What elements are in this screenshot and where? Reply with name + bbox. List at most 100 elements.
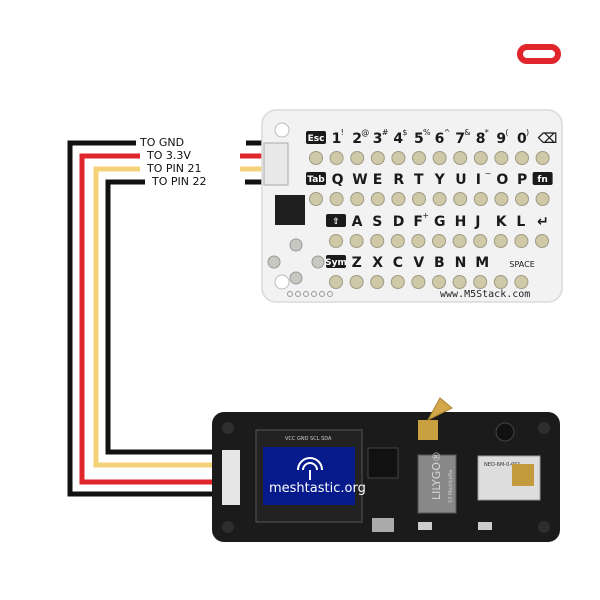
key-alt-0-5: %	[423, 128, 431, 137]
key-label-0-9: 9	[496, 131, 506, 147]
key-label-2-1: A	[352, 214, 363, 230]
key-alt-1-8: ~	[485, 169, 492, 178]
key-label-0-10: 0	[517, 131, 527, 147]
key-alt-0-10: )	[526, 128, 529, 137]
gps-antenna	[512, 464, 534, 486]
key-button-1-6	[432, 192, 447, 206]
key-label-3-2: X	[372, 255, 383, 271]
key-button-2-5	[432, 234, 446, 248]
key-button-2-0	[329, 234, 343, 248]
key-alt-0-4: $	[402, 128, 407, 137]
key-label-2-4: F	[413, 214, 423, 230]
key-label-0-5: 5	[414, 131, 424, 147]
key-button-0-3	[370, 151, 385, 165]
key-button-3-5	[432, 275, 446, 289]
key-button-1-1	[329, 192, 344, 206]
key-button-2-4	[411, 234, 426, 248]
key-button-0-1	[329, 151, 344, 165]
button-boot	[478, 522, 492, 530]
key-alt-0-6: ^	[444, 128, 451, 137]
key-button-0-11	[535, 151, 550, 165]
usb-port	[372, 518, 394, 532]
key-button-2-3	[390, 234, 405, 248]
key-label-3-9: SPACE	[509, 260, 534, 269]
nav-buttons	[267, 238, 325, 285]
key-label-2-10: ↵	[537, 214, 549, 230]
key-label-0-8: 8	[476, 131, 486, 147]
key-label-2-2: S	[372, 214, 382, 230]
key-label-1-6: Y	[434, 172, 446, 188]
key-label-0-6: 6	[435, 131, 445, 147]
wire-label-pin21: TO PIN 21	[146, 162, 201, 175]
key-label-3-5: B	[434, 255, 445, 271]
key-button-0-7	[453, 151, 468, 165]
key-button-1-7	[453, 192, 468, 206]
key-label-3-7: M	[475, 255, 489, 271]
key-button-0-2	[350, 151, 365, 165]
wire-pin22	[105, 179, 268, 455]
key-button-1-9	[494, 192, 509, 206]
key-label-0-11: ⌫	[538, 131, 558, 147]
key-button-1-11	[535, 192, 550, 206]
key-button-2-8	[493, 234, 508, 248]
key-button-3-2	[370, 275, 385, 289]
key-label-1-0: Tab	[307, 175, 325, 185]
key-button-1-3	[370, 192, 385, 206]
keyboard-url: www.M5Stack.com	[440, 289, 530, 300]
lora-module	[417, 454, 457, 514]
key-alt-0-2: @	[361, 128, 369, 137]
key-button-1-4	[391, 192, 406, 206]
key-tag-bg-1-0	[306, 172, 326, 185]
key-button-1-5	[412, 192, 426, 206]
key-label-1-11: fn	[537, 175, 547, 185]
key-button-0-6	[432, 151, 447, 165]
key-alt-2-4: +	[422, 211, 429, 220]
key-button-0-4	[391, 151, 406, 165]
key-label-3-3: C	[393, 255, 403, 271]
header-pads	[287, 291, 333, 297]
key-label-0-7: 7	[455, 131, 465, 147]
key-button-3-7	[473, 275, 488, 289]
key-button-2-6	[452, 234, 467, 248]
key-label-1-9: O	[496, 172, 508, 188]
key-button-3-1	[349, 275, 364, 289]
key-alt-0-3: #	[382, 128, 389, 137]
key-label-2-9: L	[516, 214, 525, 230]
grove-connector	[263, 142, 289, 186]
key-label-0-0: Esc	[308, 134, 325, 144]
key-label-2-6: H	[455, 214, 467, 230]
key-label-3-6: N	[455, 255, 467, 271]
key-label-0-1: 1	[332, 131, 342, 147]
oled-header: VCC GND SCL SDA	[285, 436, 332, 442]
key-label-1-4: R	[393, 172, 404, 188]
gps-text: NEO-6M-0-001	[484, 462, 521, 468]
key-label-1-5: T	[414, 172, 424, 188]
key-tag-bg-2-0	[326, 214, 346, 227]
key-label-1-10: P	[517, 172, 527, 188]
key-label-2-8: K	[496, 214, 508, 230]
jst-connector	[222, 450, 240, 505]
wire-label-gnd: TO GND	[139, 136, 184, 149]
buzzer	[495, 422, 515, 442]
key-label-0-4: 4	[393, 131, 403, 147]
key-button-1-2	[350, 192, 365, 206]
key-label-1-8: I	[476, 172, 481, 188]
key-button-2-7	[473, 234, 488, 248]
oled-text: meshtastic.org	[269, 481, 366, 496]
key-label-3-0: Sym	[325, 258, 347, 268]
wire-label-3v3: TO 3.3V	[146, 149, 191, 162]
key-button-2-9	[514, 234, 529, 248]
key-label-2-0: ⇧	[332, 217, 340, 227]
button-reset	[418, 522, 432, 530]
key-button-0-5	[412, 151, 426, 165]
brand-logo	[517, 44, 561, 64]
key-label-1-3: E	[373, 172, 383, 188]
key-alt-0-8: *	[485, 128, 489, 137]
wire-group: TO GND TO 3.3V TO PIN 21 TO PIN 22	[67, 136, 268, 497]
key-alt-0-7: &	[464, 128, 470, 137]
brand-label: LILYGO®	[430, 451, 443, 500]
sma-antenna	[418, 397, 453, 440]
